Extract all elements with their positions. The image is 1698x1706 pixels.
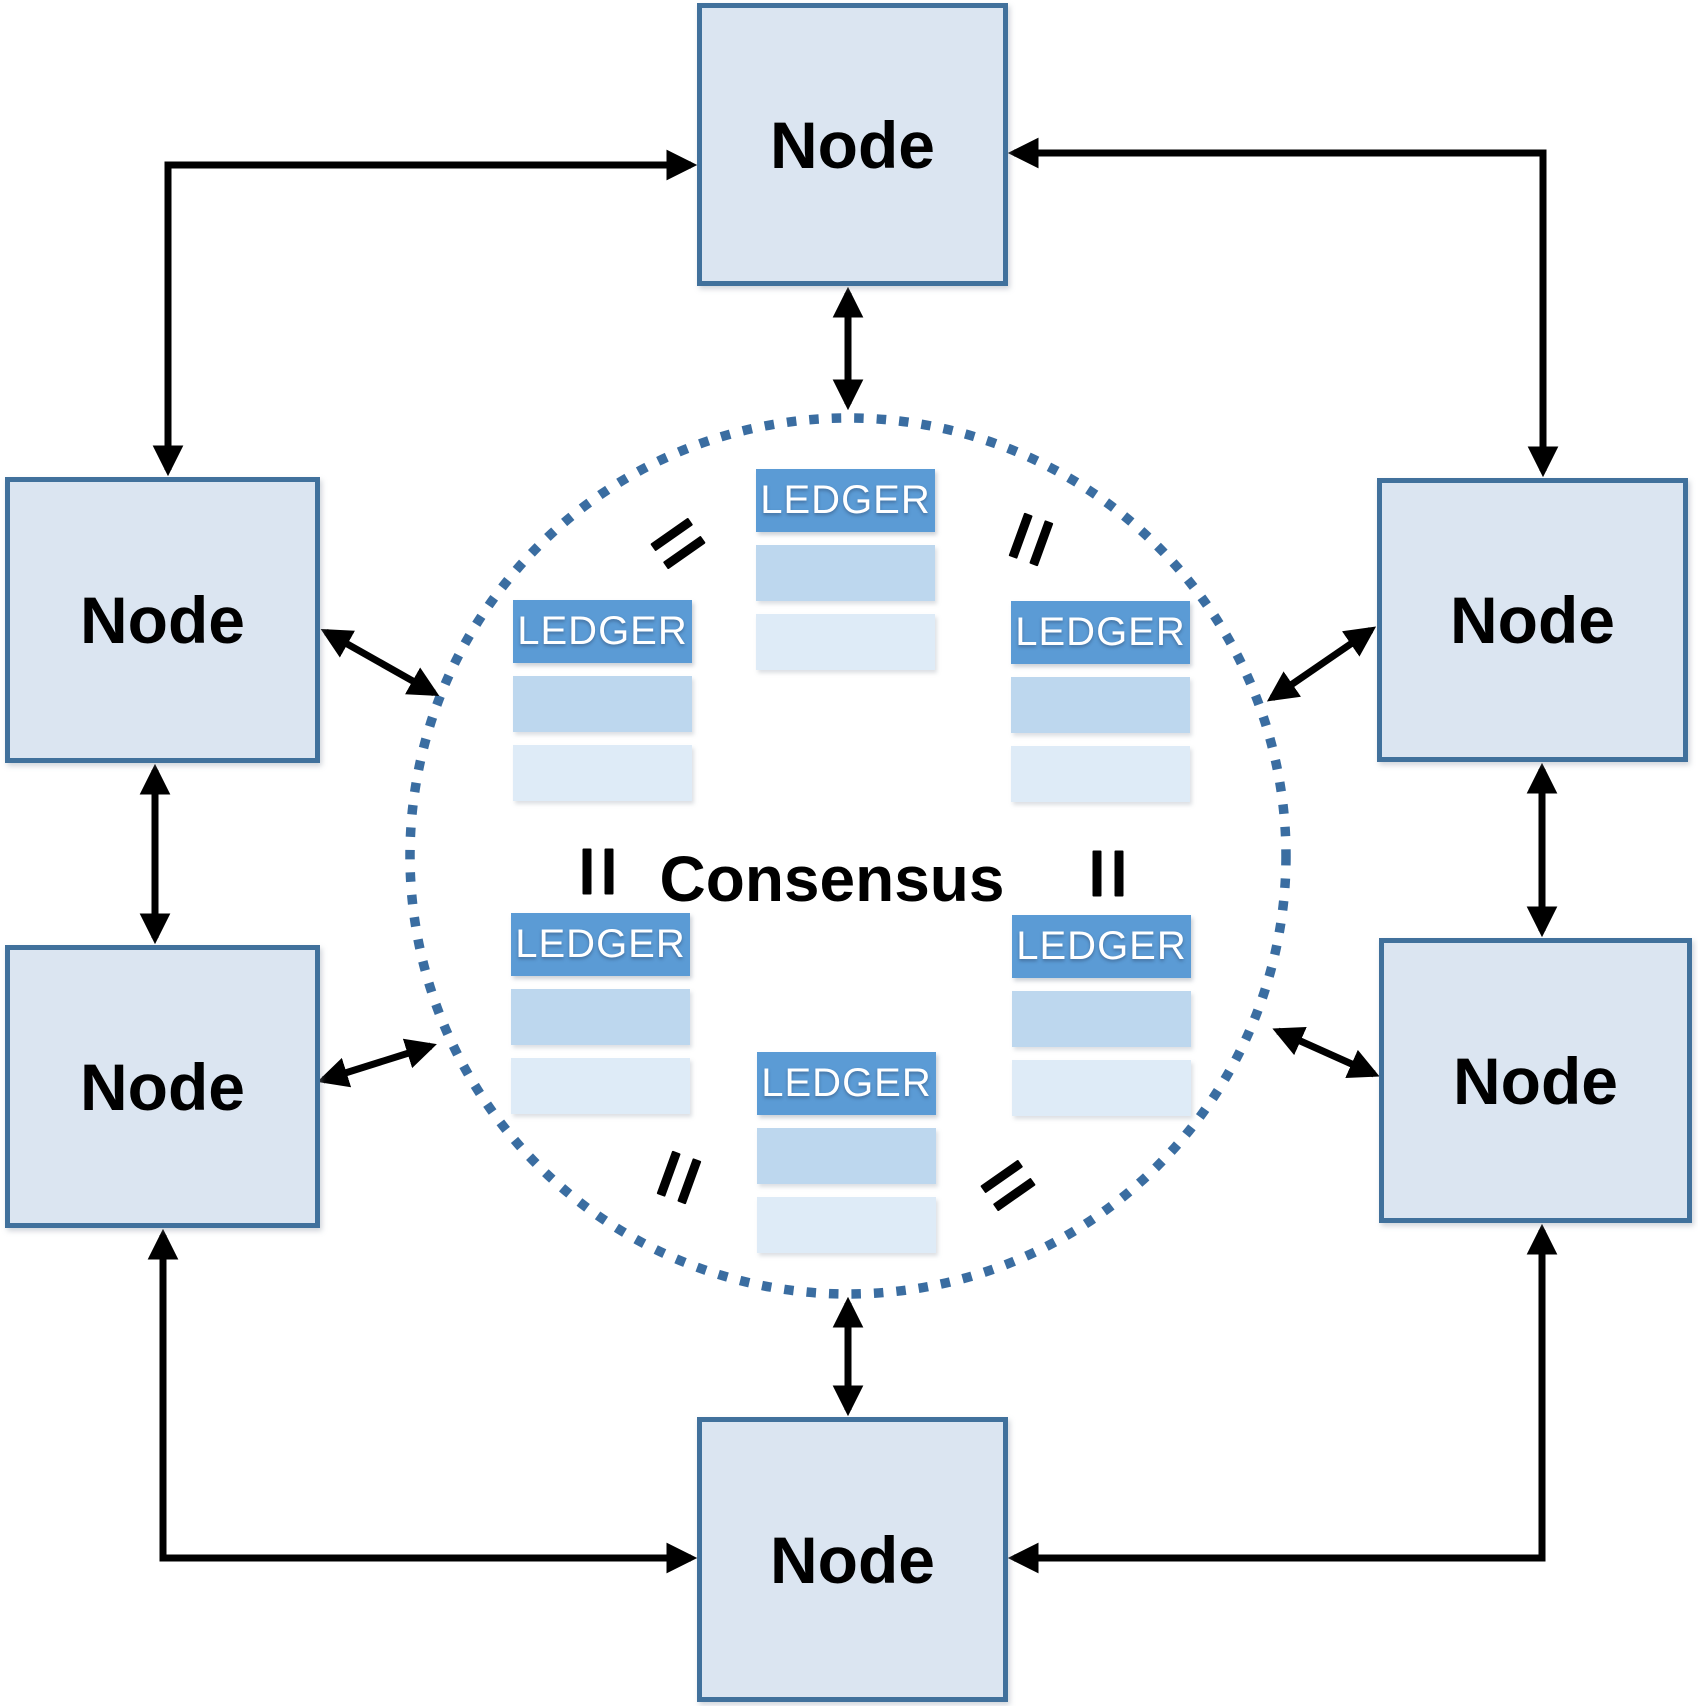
ledger-row: [756, 545, 935, 601]
ledger-title: LEDGER: [1012, 915, 1191, 978]
ledger-left-lower: LEDGER: [511, 913, 690, 1114]
arrow-rightupper-circle: [1266, 626, 1377, 702]
ledger-title: LEDGER: [757, 1052, 936, 1115]
consensus-label: Consensus: [659, 843, 1005, 915]
ledger-right-lower: LEDGER: [1012, 915, 1191, 1116]
ledger-row: [1012, 991, 1191, 1047]
node-bottom: Node: [697, 1417, 1008, 1702]
ledger-row: [513, 745, 692, 801]
ledger-right-middle: LEDGER: [1011, 601, 1190, 802]
ledger-left-middle: LEDGER: [513, 600, 692, 801]
ledger-row: [511, 1058, 690, 1114]
node-right-lower: Node: [1379, 938, 1692, 1223]
ledger-title: LEDGER: [511, 913, 690, 976]
consensus-dotted-circle: [405, 413, 1291, 1299]
equals-icon-middle-right: [1092, 850, 1124, 897]
arrow-bottomnode-leftlower-elbow: [147, 1228, 698, 1574]
arrow-topnode-rightupper-elbow: [1007, 137, 1559, 478]
ledger-bottom: LEDGER: [757, 1052, 936, 1253]
arrow-leftlower-circle: [317, 1038, 437, 1088]
ledger-title: LEDGER: [1011, 601, 1190, 664]
node-right-upper: Node: [1377, 478, 1688, 762]
ledger-row: [511, 989, 690, 1045]
arrow-leftupper-circle: [320, 628, 440, 697]
ledger-row: [757, 1128, 936, 1184]
ledger-row: [1011, 746, 1190, 802]
ledger-row: [757, 1197, 936, 1253]
ledger-row: [756, 614, 935, 670]
ledger-row: [1011, 677, 1190, 733]
equals-icon-middle-left: [582, 848, 614, 895]
arrow-topnode-leftupper-elbow: [152, 149, 698, 477]
node-left-lower: Node: [5, 945, 320, 1228]
ledger-top: LEDGER: [756, 469, 935, 670]
ledger-row: [513, 676, 692, 732]
node-left-upper: Node: [5, 477, 320, 763]
node-top: Node: [697, 3, 1008, 286]
ledger-title: LEDGER: [756, 469, 935, 532]
arrow-rightlower-circle: [1272, 1027, 1380, 1078]
ledger-row: [1012, 1060, 1191, 1116]
arrow-bottomnode-rightlower-elbow: [1007, 1223, 1558, 1574]
ledger-title: LEDGER: [513, 600, 692, 663]
